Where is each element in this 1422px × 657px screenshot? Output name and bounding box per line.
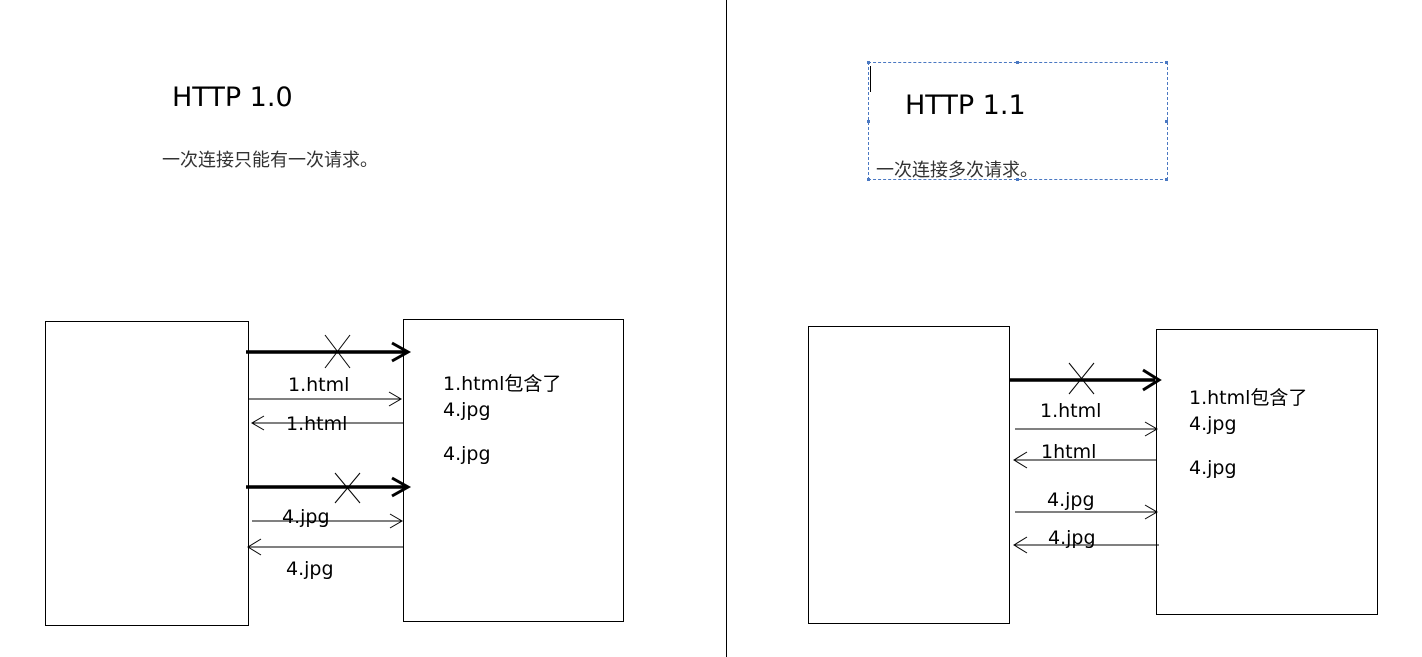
http11-request-2-arrow: [1015, 504, 1158, 520]
http11-request-1-arrow: [1015, 421, 1158, 437]
http11-server-line-3: 4.jpg: [1189, 457, 1237, 479]
selection-handle[interactable]: [1016, 61, 1019, 64]
selection-handle[interactable]: [1016, 178, 1019, 181]
http11-panel: HTTP 1.1 一次连接多次请求。 1.html包含了 4.jpg 4.jpg: [727, 0, 1422, 657]
http11-request-1-label[interactable]: 1.html: [1040, 400, 1102, 422]
http11-cross-mark: [1068, 362, 1095, 395]
selection-handle[interactable]: [1165, 120, 1168, 123]
http10-server-box[interactable]: [403, 319, 624, 622]
selection-handle[interactable]: [867, 120, 870, 123]
http10-arrows: [246, 334, 412, 556]
http11-blocked-connection: [1010, 368, 1162, 392]
selection-handle[interactable]: [867, 178, 870, 181]
http10-blocked-connection-1: [246, 341, 412, 363]
http10-cross-mark-2: [334, 472, 361, 504]
http11-server-text[interactable]: 1.html包含了 4.jpg 4.jpg: [1189, 385, 1307, 481]
http11-arrows: [1010, 362, 1162, 554]
http10-server-line-3: 4.jpg: [443, 443, 491, 465]
http11-title[interactable]: HTTP 1.1: [905, 90, 1026, 121]
http10-request-2-label[interactable]: 4.jpg: [282, 506, 330, 528]
http10-cross-mark-1: [324, 334, 351, 369]
http10-response-2-arrow: [247, 538, 403, 556]
http11-server-line-1: 1.html包含了: [1189, 387, 1308, 409]
panel-divider: [726, 0, 727, 657]
http11-server-box[interactable]: [1156, 329, 1378, 615]
http10-panel: HTTP 1.0 一次连接只能有一次请求。 1.html包含了 4.jpg 4.…: [45, 82, 624, 626]
http10-server-line-2: 4.jpg: [443, 399, 491, 421]
http10-server-text[interactable]: 1.html包含了 4.jpg 4.jpg: [443, 371, 561, 467]
text-caret: [870, 66, 871, 92]
http11-server-line-2: 4.jpg: [1189, 413, 1237, 435]
http11-response-2-label[interactable]: 4.jpg: [1048, 527, 1096, 549]
http11-response-1-label[interactable]: 1html: [1041, 441, 1097, 463]
http11-request-2-label[interactable]: 4.jpg: [1047, 489, 1095, 511]
http10-blocked-connection-2: [246, 476, 412, 498]
http10-title[interactable]: HTTP 1.0: [172, 82, 293, 113]
http10-request-1-label[interactable]: 1.html: [288, 374, 350, 396]
http11-response-1-arrow: [1013, 451, 1157, 469]
selection-handle[interactable]: [1165, 61, 1168, 64]
http10-response-1-arrow: [251, 415, 403, 431]
selection-handle[interactable]: [867, 61, 870, 64]
http10-response-1-label[interactable]: 1.html: [286, 413, 348, 435]
http10-client-box[interactable]: [45, 321, 249, 626]
http10-request-1-arrow: [248, 391, 402, 407]
selection-handle[interactable]: [1165, 178, 1168, 181]
http10-subtitle[interactable]: 一次连接只能有一次请求。: [162, 150, 378, 171]
http10-request-2-arrow: [252, 513, 403, 529]
http11-client-box[interactable]: [808, 326, 1010, 624]
http11-subtitle[interactable]: 一次连接多次请求。: [876, 160, 1038, 181]
http10-response-2-label[interactable]: 4.jpg: [286, 558, 334, 580]
http10-server-line-1: 1.html包含了: [443, 373, 562, 395]
http11-response-2-arrow: [1013, 536, 1159, 554]
